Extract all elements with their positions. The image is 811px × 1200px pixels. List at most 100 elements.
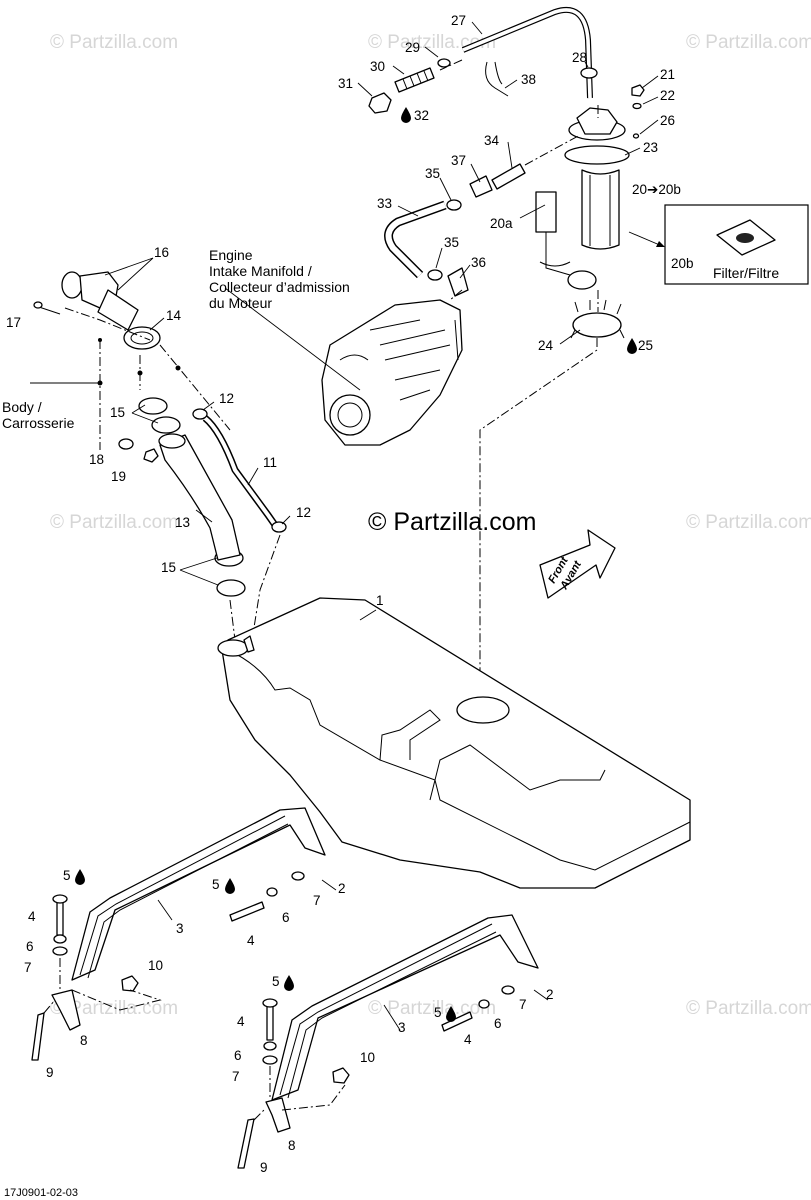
drop-icons <box>75 338 637 1022</box>
watermark: © Partzilla.com <box>686 512 811 533</box>
callout-37: 37 <box>451 153 466 168</box>
bolt-4 <box>262 998 278 1041</box>
pump-module-23 <box>535 107 630 290</box>
callout-25: 25 <box>638 338 653 353</box>
watermarks: © Partzilla.com © Partzilla.com © Partzi… <box>50 32 811 1019</box>
washer-6 <box>53 934 67 944</box>
watermark: © Partzilla.com <box>368 998 496 1019</box>
assembly-line <box>229 599 236 641</box>
callout-28: 28 <box>572 50 587 65</box>
callout-18: 18 <box>89 452 104 467</box>
callout-33: 33 <box>377 196 392 211</box>
callout-21: 21 <box>660 67 675 82</box>
bolt-9 <box>31 1012 45 1061</box>
assembly-line <box>159 344 231 431</box>
engine-label-line4: du Moteur <box>209 295 272 311</box>
callout-27: 27 <box>451 13 466 28</box>
callout-6: 6 <box>26 939 34 954</box>
callout-4: 4 <box>28 909 36 924</box>
assembly-line <box>251 534 281 641</box>
doc-code: 17J0901-02-03 <box>4 1187 78 1199</box>
callout-31: 31 <box>338 76 353 91</box>
callout-6: 6 <box>234 1048 242 1063</box>
fuel-line-33 <box>384 200 447 279</box>
callout-20: 20➔20b <box>632 182 681 197</box>
washer-7 <box>52 946 68 956</box>
strap-bracket-8 <box>51 989 81 1031</box>
drop-icon <box>401 107 411 123</box>
fitting-36 <box>447 267 469 297</box>
bolt-4 <box>52 894 68 936</box>
watermark: © Partzilla.com <box>50 512 178 533</box>
tank-strap-2-left <box>71 807 326 981</box>
washer-21-22 <box>631 84 645 139</box>
engine-label-line2: Intake Manifold / <box>209 263 312 279</box>
callout-22: 22 <box>660 88 675 103</box>
assembly-line <box>253 1066 346 1121</box>
callout-7: 7 <box>313 893 321 908</box>
assembly-line <box>524 134 581 166</box>
clip-12 <box>192 408 287 533</box>
watermark-main: © Partzilla.com <box>368 508 536 536</box>
callout-12: 12 <box>296 505 311 520</box>
clip-28 <box>580 67 598 79</box>
leader-lines <box>104 21 659 1031</box>
nut-10 <box>121 975 139 992</box>
screw-17 <box>33 301 61 315</box>
callout-9: 9 <box>260 1160 268 1175</box>
callout-3: 3 <box>176 921 184 936</box>
callout-8: 8 <box>80 1033 88 1048</box>
body-label-line2: Carrosserie <box>2 415 75 431</box>
callout-1: 1 <box>376 593 384 608</box>
callout-2: 2 <box>546 987 554 1002</box>
callout-4: 4 <box>247 933 255 948</box>
vent-hose-11 <box>202 415 278 528</box>
hose-13 <box>158 433 241 561</box>
filter-label: Filter/Filtre <box>713 265 779 281</box>
callout-7: 7 <box>24 960 32 975</box>
bolt-4 <box>441 1011 473 1032</box>
assembly-line <box>479 338 598 700</box>
callout-5: 5 <box>63 868 71 883</box>
callouts: 27 29 30 31 32 28 38 21 22 26 23 34 37 3… <box>2 13 779 1199</box>
leader-arrow <box>628 231 665 247</box>
washer-7 <box>501 985 515 995</box>
callout-38: 38 <box>521 72 536 87</box>
seal-14 <box>123 326 161 350</box>
callout-5: 5 <box>272 974 280 989</box>
fitting-30 <box>394 67 435 93</box>
engine-label-line1: Engine <box>209 247 253 263</box>
watermark: © Partzilla.com <box>686 998 811 1019</box>
callout-5: 5 <box>212 877 220 892</box>
assembly-line <box>439 59 463 71</box>
nut-31 <box>368 92 392 114</box>
callout-5: 5 <box>434 1005 442 1020</box>
engine-intake-manifold <box>321 299 463 446</box>
callout-15: 15 <box>110 405 125 420</box>
callout-13: 13 <box>175 515 190 530</box>
callout-15: 15 <box>161 560 176 575</box>
strap-bracket-8 <box>265 1097 291 1133</box>
callout-29: 29 <box>405 40 420 55</box>
fuel-vent-hose-27 <box>461 7 593 99</box>
callout-35: 35 <box>425 166 440 181</box>
watermark: © Partzilla.com <box>50 998 178 1019</box>
callout-19: 19 <box>111 469 126 484</box>
callout-20a: 20a <box>490 216 513 231</box>
washer-7 <box>291 871 305 881</box>
callout-11: 11 <box>263 455 277 470</box>
callout-16: 16 <box>154 245 169 260</box>
callout-6: 6 <box>494 1016 502 1031</box>
callout-32: 32 <box>414 108 429 123</box>
washer-6 <box>263 1041 277 1051</box>
nut-10 <box>332 1067 350 1084</box>
callout-23: 23 <box>643 140 658 155</box>
callout-12: 12 <box>219 391 234 406</box>
callout-20b: 20b <box>671 256 694 271</box>
callout-4: 4 <box>237 1014 245 1029</box>
assembly-line <box>449 289 463 301</box>
bolt-9 <box>237 1118 255 1169</box>
callout-4: 4 <box>464 1032 472 1047</box>
front-arrow <box>539 529 616 599</box>
